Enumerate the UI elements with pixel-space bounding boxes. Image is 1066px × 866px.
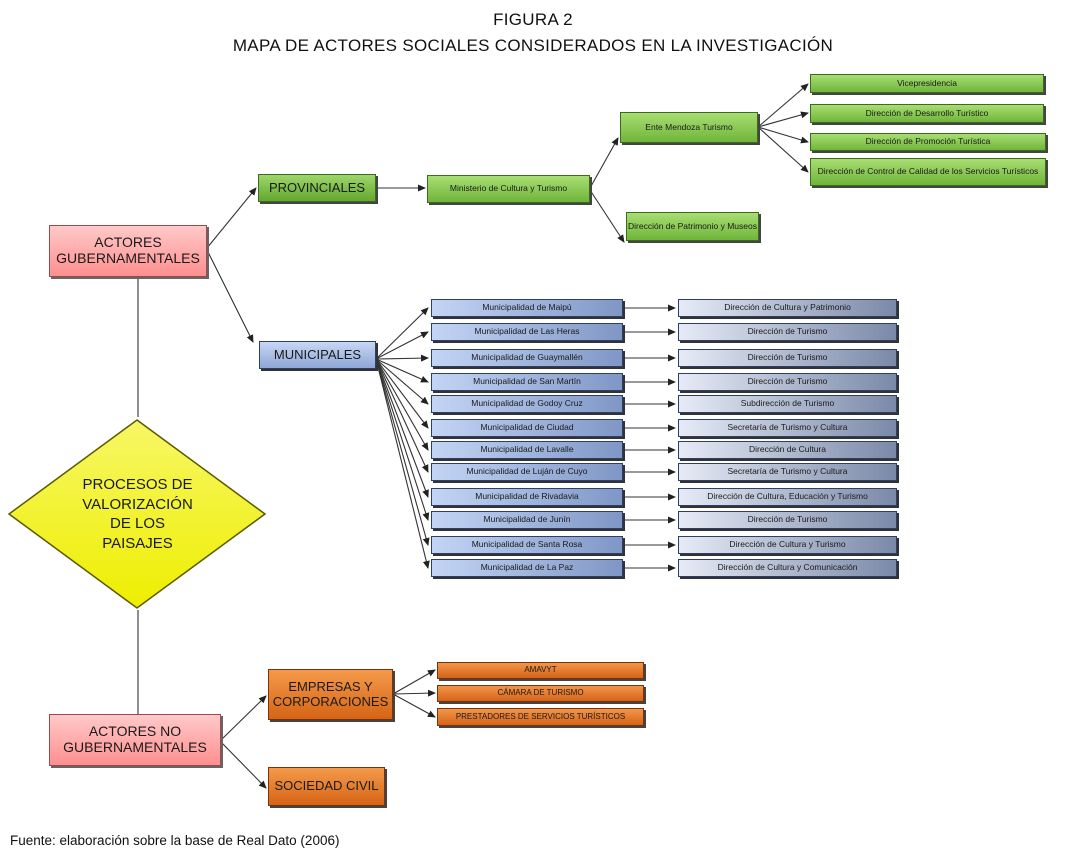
municipality-box: Municipalidad de Lavalle (431, 441, 623, 459)
arrow-to-municipality (375, 358, 430, 546)
arrow-to-sociedad (220, 741, 267, 789)
arrow-to-ente-child (757, 126, 809, 173)
municipality-box: Municipalidad de Godoy Cruz (431, 395, 623, 413)
arrow-to-provinciales (206, 187, 257, 249)
municipality-box: Municipalidad de San Martín (431, 373, 623, 391)
arrow-to-municipality (375, 358, 429, 405)
municipales-box: MUNICIPALES (259, 341, 376, 369)
arrow-to-patrimonio (589, 189, 625, 243)
ente-child-box: Vicepresidencia (810, 74, 1044, 93)
empresas-box: EMPRESAS Y CORPORACIONES (268, 669, 393, 720)
ente-child-box: Dirección de Desarrollo Turístico (810, 104, 1044, 123)
arrow-to-ente-child (757, 83, 809, 128)
municipality-box: Municipalidad de Luján de Cuyo (431, 463, 623, 481)
ente-child-box: Dirección de Promoción Turística (810, 133, 1046, 151)
ministerio-box: Ministerio de Cultura y Turismo (427, 175, 590, 203)
actores-gubernamentales-box: ACTORES GUBERNAMENTALES (49, 225, 207, 277)
figure-title: MAPA DE ACTORES SOCIALES CONSIDERADOS EN… (232, 36, 834, 55)
center-label: PROCESOS DE VALORIZACIÓN DE LOS PAISAJES (82, 476, 193, 552)
arrow-to-municipality (375, 358, 429, 473)
department-box: Dirección de Turismo (678, 373, 897, 391)
department-box: Secretaría de Turismo y Cultura (678, 463, 897, 481)
department-box: Subdirección de Turismo (678, 395, 897, 413)
source-note: Fuente: elaboración sobre la base de Rea… (10, 833, 340, 848)
empresas-child-box: PRESTADORES DE SERVICIOS TURÍSTICOS (437, 708, 644, 726)
patrimonio-box: Dirección de Patrimonio y Museos (626, 212, 759, 241)
actores-no-gubernamentales-box: ACTORES NO GUBERNAMENTALES (49, 714, 221, 766)
arrow-to-empresas-child (392, 689, 436, 697)
department-box: Dirección de Turismo (678, 349, 897, 367)
department-box: Dirección de Cultura y Patrimonio (678, 299, 897, 317)
arrow-to-ente-child (757, 111, 809, 128)
department-box: Dirección de Cultura y Turismo (678, 536, 897, 554)
department-box: Dirección de Cultura, Educación y Turism… (678, 488, 897, 506)
arrow-to-municipality (375, 331, 429, 360)
arrow-to-municipales (206, 249, 254, 343)
municipality-box: Municipalidad de Maipú (431, 299, 623, 317)
empresas-child-box: CÁMARA DE TURISMO (437, 685, 644, 702)
arrow-to-municipality (375, 358, 430, 521)
department-box: Dirección de Cultura (678, 441, 897, 459)
arrow-to-municipality (375, 358, 429, 383)
arrow-to-ente (589, 137, 619, 189)
ente-child-box: Dirección de Control de Calidad de los S… (810, 158, 1046, 186)
empresas-child-box: AMAVYT (437, 662, 644, 679)
ente-box: Ente Mendoza Turismo (620, 112, 758, 143)
department-box: Dirección de Turismo (678, 511, 897, 529)
provinciales-box: PROVINCIALES (258, 174, 376, 202)
municipality-box: Municipalidad de Rivadavia (431, 488, 623, 506)
municipality-box: Municipalidad de Las Heras (431, 323, 623, 341)
sociedad-civil-box: SOCIEDAD CIVIL (268, 767, 385, 806)
municipality-box: Municipalidad de Guaymallén (431, 349, 623, 367)
arrow-to-empresas-child (392, 693, 436, 718)
arrow-to-ente-child (757, 126, 809, 144)
arrow-to-municipality (375, 358, 430, 569)
arrow-to-municipality (375, 358, 429, 498)
arrow-to-municipality (375, 358, 429, 451)
figure-label: FIGURA 2 (493, 10, 573, 29)
arrow-to-municipality (375, 358, 429, 429)
arrow-to-empresas-child (392, 669, 436, 695)
municipality-box: Municipalidad de Ciudad (431, 419, 623, 437)
municipality-box: Municipalidad de La Paz (431, 559, 623, 577)
municipality-box: Municipalidad de Santa Rosa (431, 536, 623, 554)
department-box: Secretaría de Turismo y Cultura (678, 419, 897, 437)
department-box: Dirección de Cultura y Comunicación (678, 559, 897, 577)
arrow-to-municipality (375, 354, 429, 362)
department-box: Dirección de Turismo (678, 323, 897, 341)
municipality-box: Municipalidad de Junín (431, 511, 623, 529)
arrow-to-empresas (220, 695, 267, 741)
arrow-to-municipality (375, 307, 429, 360)
